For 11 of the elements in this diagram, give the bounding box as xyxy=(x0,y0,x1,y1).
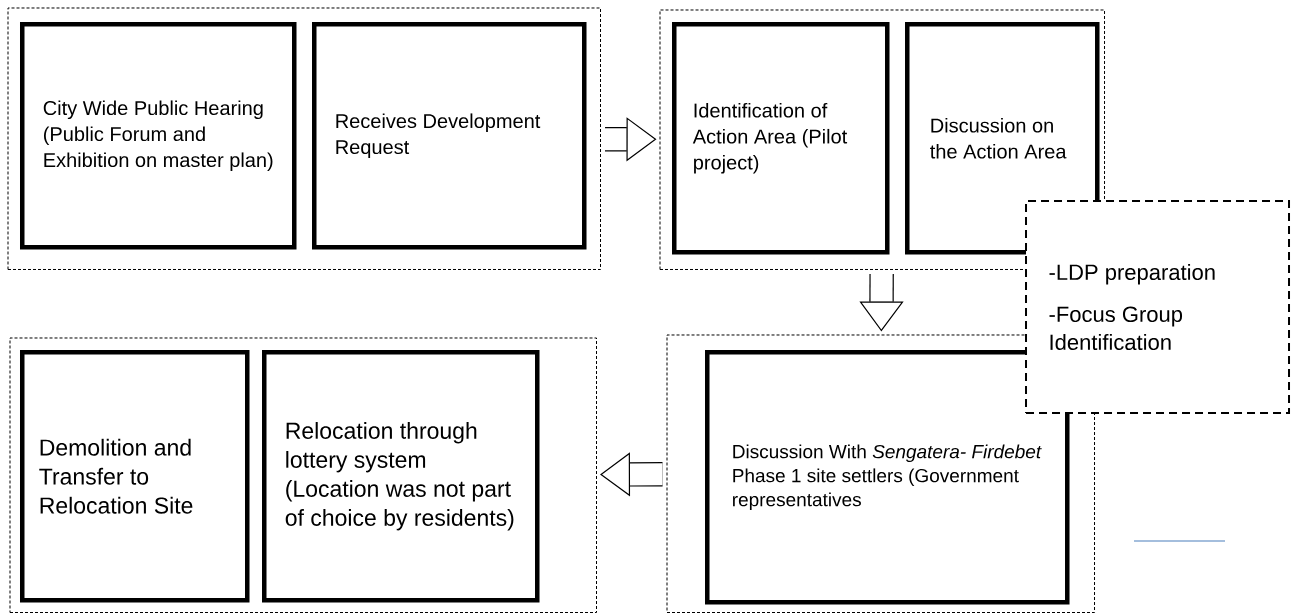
process-box: Relocation through lottery system (Location was not part of choice by residents) xyxy=(262,350,540,603)
process-box: Identification of Action Area (Pilot project) xyxy=(672,22,890,255)
block-arrow xyxy=(600,452,663,497)
process-box: City Wide Public Hearing (Public Forum and Exhibition on master plan) xyxy=(20,22,297,250)
process-box: Discussion With Sengatera- Firdebet Phase 1 site settlers (Government representatives xyxy=(705,350,1070,605)
process-box: Receives Development Request xyxy=(312,22,587,250)
note-box: -LDP preparation -Focus Group Identification xyxy=(1025,200,1290,414)
process-box: Demolition and Transfer to Relocation Site xyxy=(20,350,250,603)
group-frame xyxy=(9,337,597,613)
process-box: Discussion on the Action Area xyxy=(905,22,1100,255)
group-frame xyxy=(7,7,601,270)
